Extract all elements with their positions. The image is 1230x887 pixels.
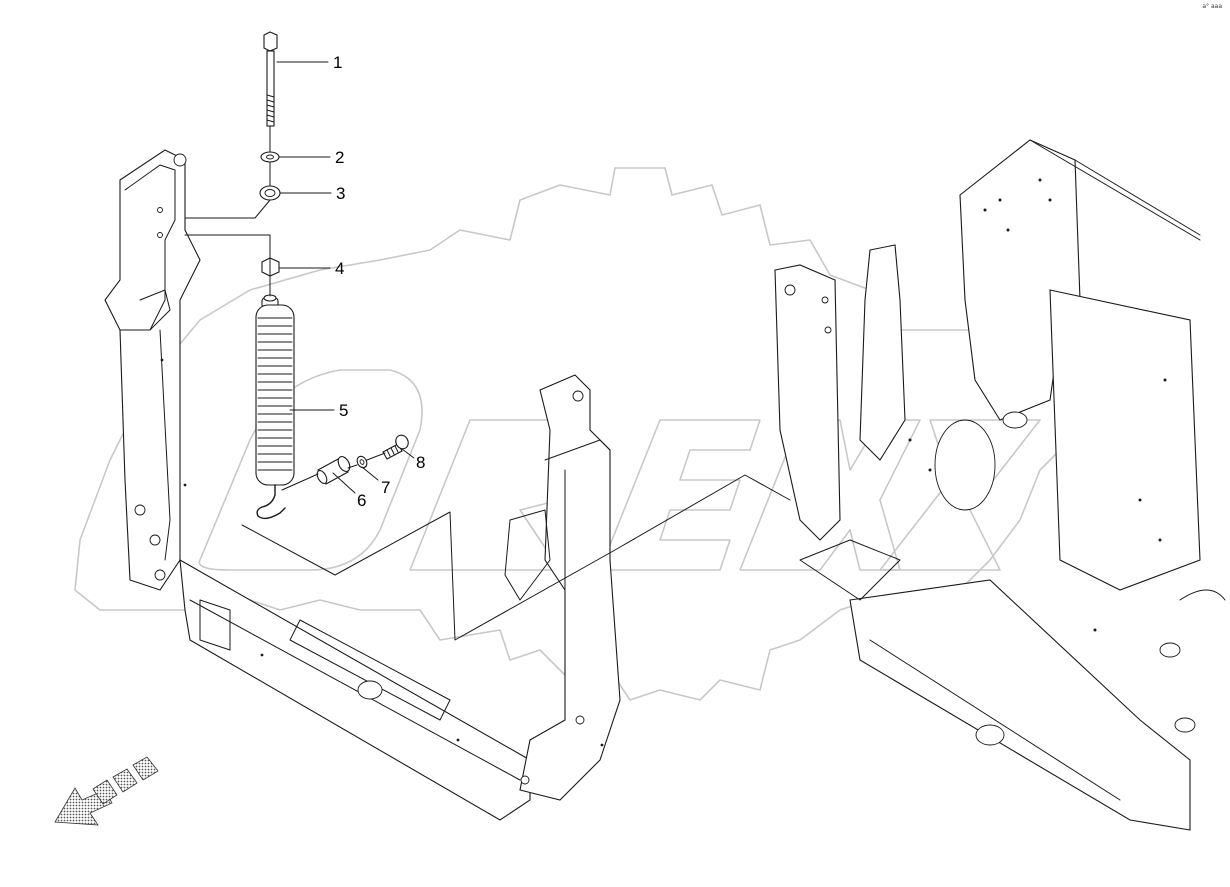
callout-1: 1 [333,53,342,72]
callout-4: 4 [335,259,344,278]
pin-part [316,456,351,485]
direction-arrow-icon [54,756,159,826]
screw-part [382,434,409,460]
callout-6: 6 [357,491,366,510]
small-washer-part [356,455,368,469]
corner-mark: a° aaa [1202,3,1222,10]
right-machine-assembly [774,139,1226,831]
callout-labels: 1 2 3 4 5 6 7 8 [333,53,425,510]
callout-leaders [276,61,415,494]
reference-lines [184,125,791,641]
callout-3: 3 [336,184,345,203]
ring-part [259,185,281,201]
callout-5: 5 [339,401,348,420]
left-frame-upright [104,149,201,591]
callout-7: 7 [381,478,390,497]
nut-part [261,257,280,277]
washer-part [260,151,280,163]
middle-frame-upright [504,374,621,801]
bolt-part [263,31,278,127]
spring-part [255,294,295,520]
callout-2: 2 [335,148,344,167]
callout-8: 8 [416,453,425,472]
lower-crossbar [179,558,531,821]
